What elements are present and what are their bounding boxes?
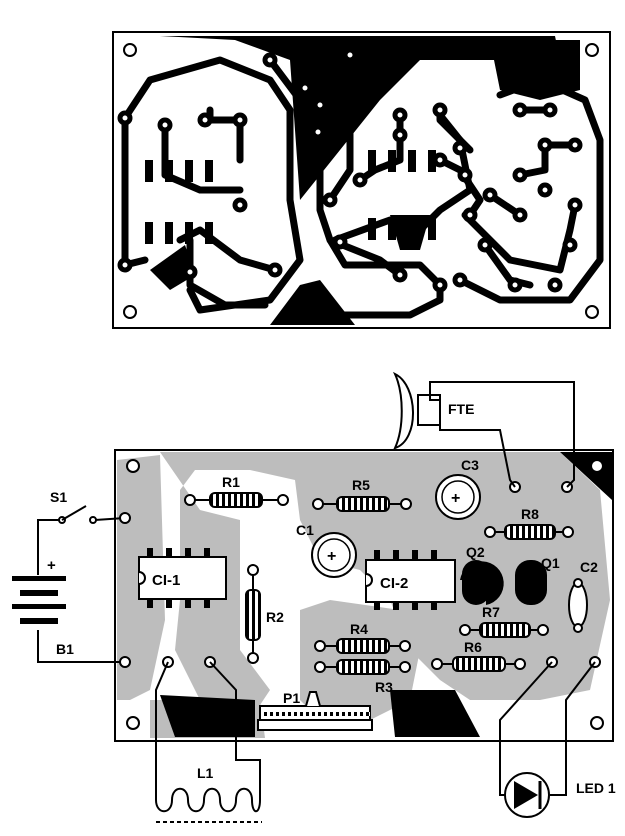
label-r5: R5 (352, 477, 370, 493)
speaker-wiring (429, 381, 575, 488)
resistor-r8 (484, 524, 574, 540)
copper-pads (117, 47, 583, 293)
transistor-q1 (515, 560, 547, 605)
copper-fill-top (160, 36, 560, 200)
label-q2: Q2 (466, 544, 485, 560)
label-c3: C3 (461, 457, 479, 473)
label-p1: P1 (283, 690, 300, 706)
label-battery-plus: + (47, 557, 56, 574)
speaker-fte (392, 371, 441, 450)
label-r2: R2 (266, 609, 284, 625)
resistor-r6 (431, 656, 526, 672)
label-c1: C1 (296, 522, 314, 538)
ic-pads (145, 150, 436, 244)
led-1 (504, 772, 550, 818)
label-ci1: CI-1 (152, 572, 180, 589)
svg-text:+: + (451, 490, 460, 507)
label-l1: L1 (197, 765, 214, 781)
label-fte: FTE (448, 401, 474, 417)
pcb-copper-layout (112, 31, 611, 329)
label-r6: R6 (464, 639, 482, 655)
label-led: LED 1 (576, 780, 616, 796)
led-wiring (499, 661, 596, 796)
resistor-r7 (459, 622, 549, 638)
resistor-r2 (245, 564, 261, 664)
label-s1: S1 (50, 489, 67, 505)
svg-text:+: + (327, 548, 336, 565)
resistor-r3 (314, 659, 411, 675)
mounting-holes-bottom (126, 459, 604, 730)
transistor-q2 (460, 560, 504, 605)
label-r7: R7 (482, 604, 500, 620)
capacitor-c3: + (435, 474, 481, 520)
resistor-r1 (184, 492, 289, 508)
potentiometer-p1 (257, 691, 373, 731)
label-r8: R8 (521, 506, 539, 522)
label-r4: R4 (350, 621, 368, 637)
capacitor-c2 (568, 582, 588, 628)
label-q1: Q1 (541, 555, 560, 571)
switch-s1 (58, 505, 97, 524)
resistor-r5 (312, 496, 412, 512)
label-r3: R3 (375, 679, 393, 695)
battery-b1 (12, 576, 66, 624)
label-c2: C2 (580, 559, 598, 575)
label-ci2: CI-2 (380, 575, 408, 592)
ic-ci2 (365, 550, 456, 610)
ic-ci1 (138, 548, 227, 608)
resistor-r4 (314, 638, 411, 654)
mounting-holes-top (123, 43, 599, 319)
label-b1: B1 (56, 641, 74, 657)
capacitor-c1: + (311, 532, 357, 578)
label-r1: R1 (222, 474, 240, 490)
coil-l1 (155, 661, 262, 823)
pcb-component-layout: S1 + B1 CI-1 CI-2 (12, 371, 616, 823)
copper-fill-left (150, 245, 195, 290)
